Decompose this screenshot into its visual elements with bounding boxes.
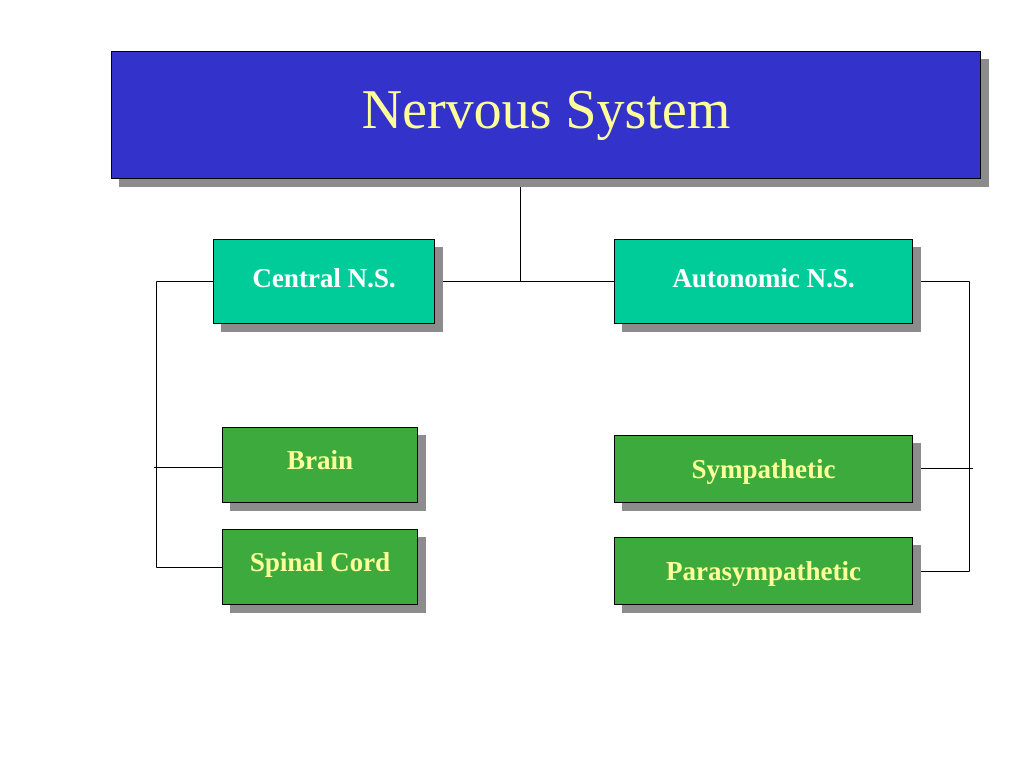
node-sympathetic-label: Sympathetic: [691, 453, 836, 484]
node-parasympathetic-label: Parasympathetic: [666, 555, 861, 586]
node-central-ns: Central N.S.: [213, 239, 435, 324]
node-brain-label: Brain: [286, 444, 353, 475]
node-sympathetic: Sympathetic: [614, 435, 913, 503]
root-node-nervous-system: Nervous System: [111, 51, 981, 179]
node-autonomic-ns-label: Autonomic N.S.: [672, 263, 855, 293]
root-node-label: Nervous System: [361, 79, 731, 141]
node-parasympathetic: Parasympathetic: [614, 537, 913, 605]
node-central-ns-label: Central N.S.: [252, 263, 396, 293]
node-spinal-cord: Spinal Cord: [222, 529, 418, 605]
node-brain: Brain: [222, 427, 418, 503]
node-autonomic-ns: Autonomic N.S.: [614, 239, 913, 324]
node-spinal-cord-label: Spinal Cord: [249, 546, 391, 577]
